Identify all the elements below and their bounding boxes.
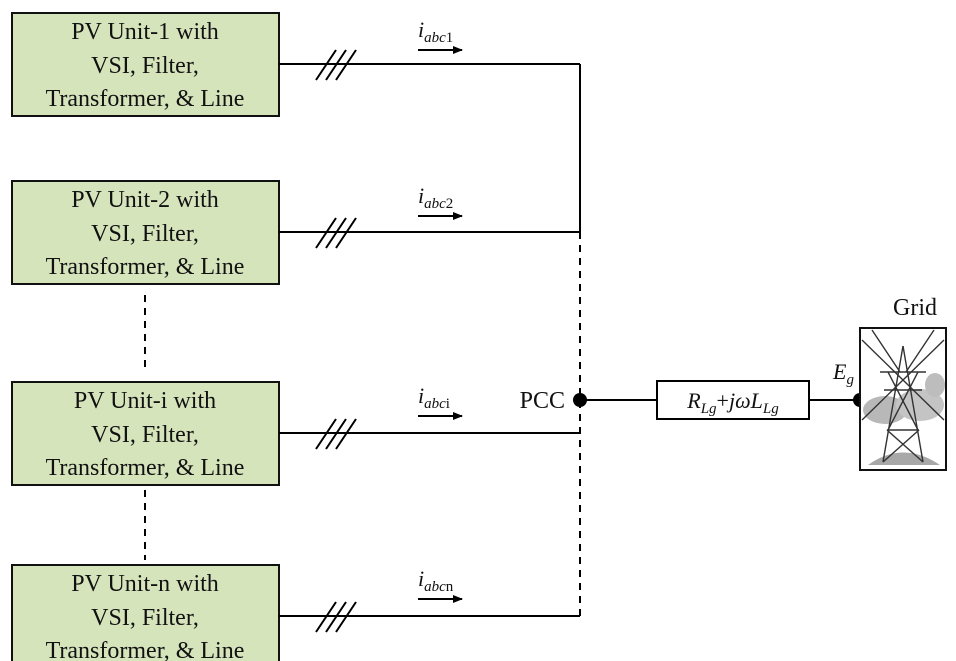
grid-label: Grid: [893, 295, 937, 321]
pv-unit-1-line2: VSI, Filter,: [91, 53, 199, 79]
pv-unit-1-box: [11, 12, 280, 117]
transmission-tower-icon: [859, 327, 947, 471]
pv-unit-2-title: PV Unit-2 with: [71, 187, 219, 213]
pv-unit-i-line3: Transformer, & Line: [46, 455, 245, 481]
pv-unit-n-title: PV Unit-n with: [71, 571, 219, 597]
current-label-i: iabci: [418, 383, 450, 412]
current-label-1: iabc1: [418, 17, 453, 46]
grid-impedance-box: [656, 380, 810, 420]
three-phase-marker-2: [315, 217, 357, 249]
current-label-n: iabcn: [418, 566, 454, 595]
grid-impedance-label: RLg+jωLLg: [686, 388, 779, 417]
pv-unit-2-line3: Transformer, & Line: [46, 254, 245, 280]
pv-unit-n-box: [11, 564, 280, 661]
grid-voltage-label: Eg: [832, 359, 854, 388]
pv-unit-n: PV Unit-n with VSI, Filter, Transformer,…: [11, 564, 580, 661]
pv-unit-i-title: PV Unit-i with: [74, 388, 216, 414]
pv-unit-n-line3: Transformer, & Line: [46, 638, 245, 661]
current-label-2: iabc2: [418, 183, 453, 212]
pv-unit-n-line2: VSI, Filter,: [91, 605, 199, 631]
pv-unit-1: PV Unit-1 with VSI, Filter, Transformer,…: [11, 12, 580, 117]
pv-unit-i: PV Unit-i with VSI, Filter, Transformer,…: [11, 381, 580, 486]
pcc-label: PCC: [520, 388, 565, 414]
pv-unit-1-title: PV Unit-1 with: [71, 19, 219, 45]
pv-unit-1-line3: Transformer, & Line: [46, 86, 245, 112]
three-phase-marker-1: [315, 49, 357, 81]
pv-unit-2-box: [11, 180, 280, 285]
three-phase-marker-i: [315, 418, 357, 450]
three-phase-marker-n: [315, 601, 357, 633]
pv-unit-2-line2: VSI, Filter,: [91, 221, 199, 247]
pv-unit-2: PV Unit-2 with VSI, Filter, Transformer,…: [11, 180, 580, 285]
pv-unit-i-line2: VSI, Filter,: [91, 422, 199, 448]
pv-unit-i-box: [11, 381, 280, 486]
